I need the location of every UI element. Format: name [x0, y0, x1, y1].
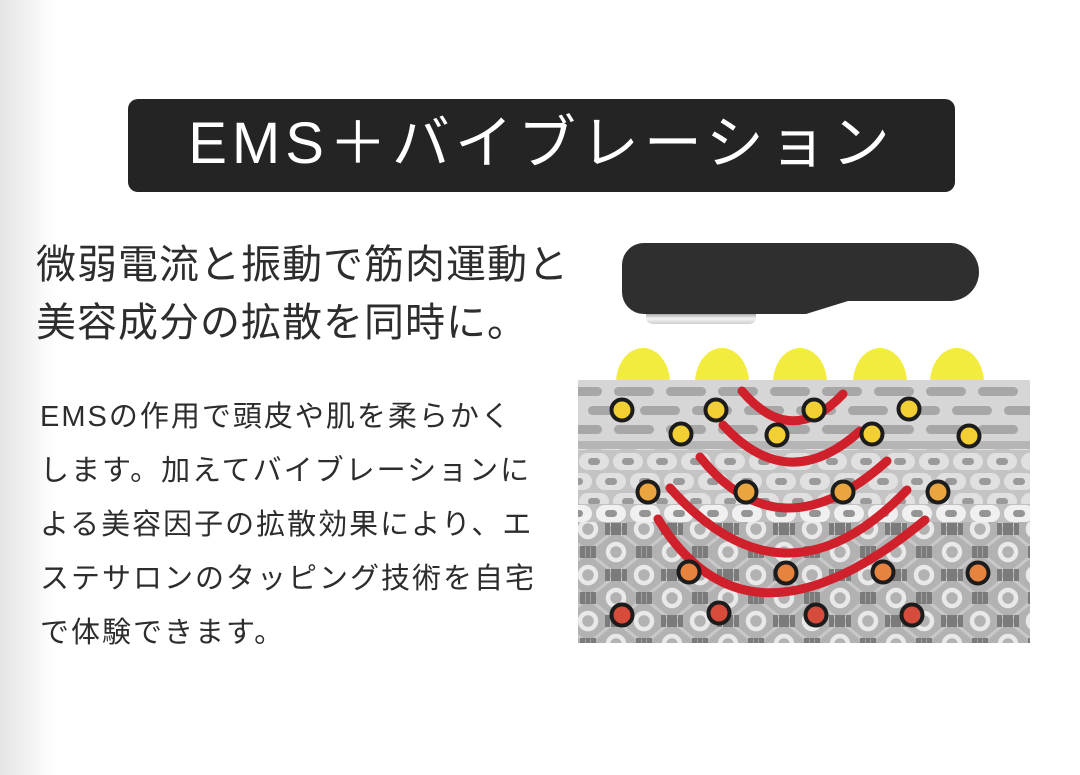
body-line: よる美容因子の拡散効果により、エ	[40, 509, 534, 541]
lead-line: 美容成分の拡散を同時に。	[36, 301, 528, 345]
nutrient-dots	[609, 396, 991, 628]
page-title: EMS＋バイブレーション	[188, 110, 895, 176]
title-banner: EMS＋バイブレーション	[128, 99, 955, 192]
lead-text: 微弱電流と振動で筋肉運動と 美容成分の拡散を同時に。	[36, 236, 569, 352]
device-icon	[622, 243, 979, 324]
skin-diagram	[578, 243, 1030, 643]
body-line: EMSの作用で頭皮や肌を柔らかく	[40, 401, 512, 433]
device-head-plate	[646, 314, 756, 324]
skin-layer-divider	[578, 441, 1030, 449]
description-text: EMSの作用で頭皮や肌を柔らかく します。加えてバイブレーションに よる美容因子…	[40, 390, 536, 660]
vibration-waves-icon	[653, 386, 930, 598]
skin-layer-dermis	[578, 522, 1030, 643]
lead-line: 微弱電流と振動で筋肉運動と	[36, 243, 569, 287]
body-line: ステサロンのタッピング技術を自宅	[40, 563, 537, 595]
body-line: します。加えてバイブレーションに	[40, 455, 532, 487]
body-line: で体験できます。	[40, 617, 286, 649]
